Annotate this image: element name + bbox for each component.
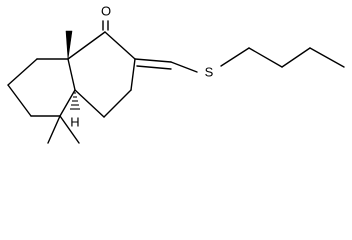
bond-c8-c7 bbox=[7, 58, 38, 86]
molecule-structure-diagram: O S H bbox=[7, 4, 345, 144]
gem-dimethyl bbox=[47, 115, 80, 144]
oxygen-atom-label: O bbox=[101, 4, 111, 19]
bond-c4a-c8a bbox=[67, 58, 76, 91]
bond-c3-c4 bbox=[103, 89, 132, 118]
exocyclic-double-bond bbox=[134, 58, 172, 70]
bond-c8a-c1 bbox=[67, 31, 106, 60]
bond-c7-c6 bbox=[7, 84, 32, 117]
bond-s-c1prime bbox=[220, 47, 250, 67]
butyl-chain bbox=[220, 47, 345, 68]
bond-c5-c4a bbox=[59, 89, 76, 117]
angular-methyl-wedge-bond bbox=[65, 30, 73, 60]
bond-c1-c2 bbox=[104, 31, 136, 60]
bond-c2-c3 bbox=[130, 58, 136, 91]
right-ring bbox=[67, 31, 136, 118]
hydrogen-atom-label: H bbox=[70, 115, 79, 130]
exocyclic-bond-line-b bbox=[136, 65, 172, 70]
carbonyl-group: O bbox=[101, 4, 111, 31]
bond-c3prime-c4prime bbox=[309, 47, 345, 68]
left-ring bbox=[7, 58, 76, 117]
bond-c2prime-c3prime bbox=[281, 47, 311, 68]
bond-ch-s bbox=[170, 61, 198, 73]
bond-c5-methyl-b bbox=[59, 115, 80, 144]
ring-fusion-hashed-bond bbox=[70, 92, 80, 110]
bond-c1prime-c2prime bbox=[248, 47, 283, 68]
bond-c4-c4a bbox=[74, 89, 105, 118]
sulfur-atom-label: S bbox=[205, 65, 214, 80]
exocyclic-bond-line-a bbox=[134, 58, 172, 63]
bond-c5-methyl-a bbox=[47, 115, 61, 144]
